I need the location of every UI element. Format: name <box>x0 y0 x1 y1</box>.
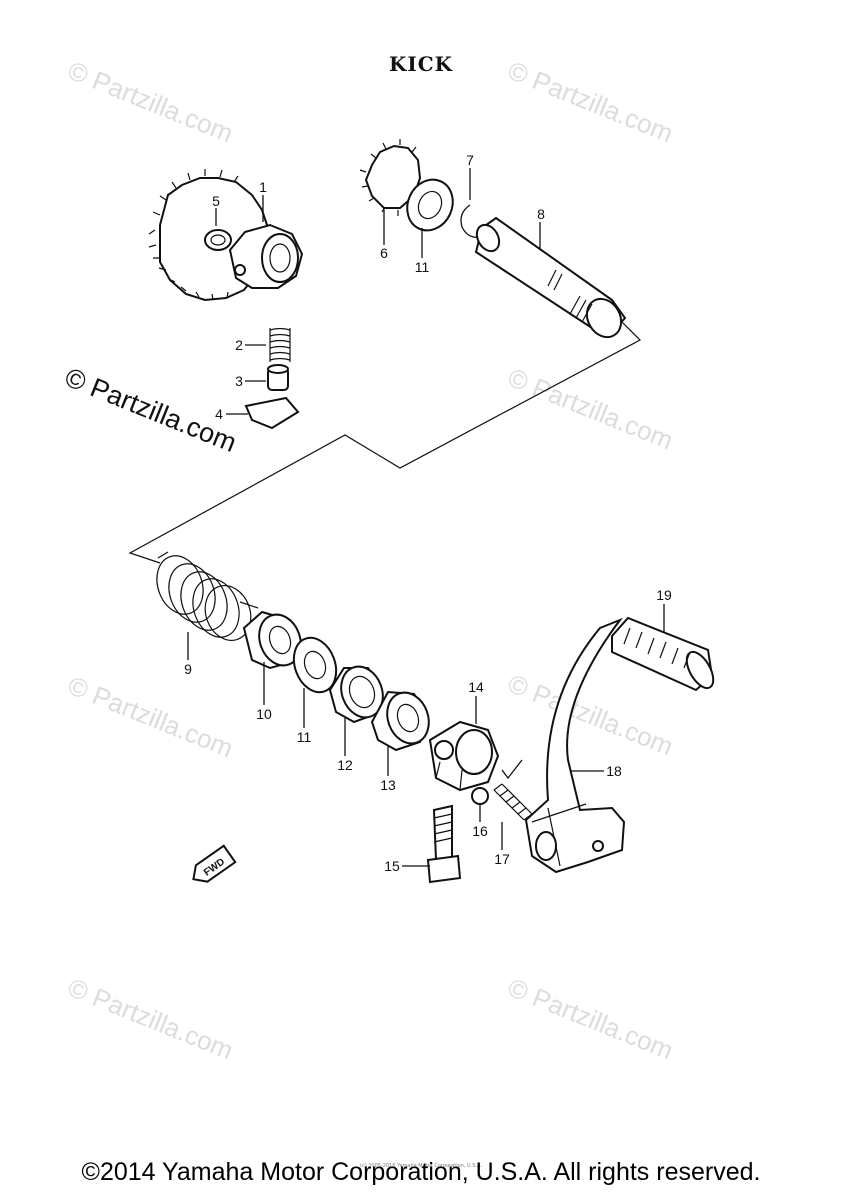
kick-crank-18 <box>524 617 626 874</box>
callout-2: 2 <box>235 337 243 353</box>
check-mark <box>501 759 523 780</box>
callout-17: 17 <box>494 851 510 867</box>
callout-16: 16 <box>472 823 488 839</box>
callout-5: 5 <box>212 193 220 209</box>
callout-19: 19 <box>656 587 672 603</box>
bolt-15 <box>426 804 462 884</box>
ring-13 <box>370 690 430 752</box>
callout-8: 8 <box>537 206 545 222</box>
plunger-3 <box>267 364 289 391</box>
callout-7: 7 <box>466 152 474 168</box>
plate-4 <box>244 396 300 430</box>
callout-1: 1 <box>259 179 267 195</box>
ball-16 <box>471 787 489 805</box>
callout-9: 9 <box>184 661 192 677</box>
callout-4: 4 <box>215 406 223 422</box>
callout-14: 14 <box>468 679 484 695</box>
assembly-line <box>128 321 641 564</box>
washer-11-top <box>406 178 454 232</box>
circlip-7 <box>460 204 481 238</box>
spring-17 <box>493 783 533 821</box>
kick-axle <box>474 216 627 339</box>
kick-boss-14 <box>428 720 500 792</box>
fwd-direction-badge: FWD <box>192 844 237 883</box>
callout-11-top: 11 <box>415 259 430 275</box>
washer-11 <box>292 636 338 694</box>
callout-12: 12 <box>337 757 353 773</box>
callout-13: 13 <box>380 777 396 793</box>
kick-grip-19 <box>611 616 715 692</box>
kick-gear-clip <box>228 223 304 289</box>
callout-15: 15 <box>384 858 400 874</box>
small-notice: (c) 2005-2016 Yamaha Motor Corporation, … <box>360 1163 482 1169</box>
callout-11: 11 <box>297 729 312 745</box>
callout-3: 3 <box>235 373 243 389</box>
callout-10: 10 <box>256 706 272 722</box>
callout-6: 6 <box>380 245 388 261</box>
copyright-footer: ©2014 Yamaha Motor Corporation, U.S.A. A… <box>81 1158 761 1186</box>
torsion-spring <box>156 551 259 641</box>
ring-12 <box>328 665 384 724</box>
spring-2 <box>269 327 291 362</box>
page-title: KICK <box>388 52 454 76</box>
callout-18: 18 <box>606 763 622 779</box>
